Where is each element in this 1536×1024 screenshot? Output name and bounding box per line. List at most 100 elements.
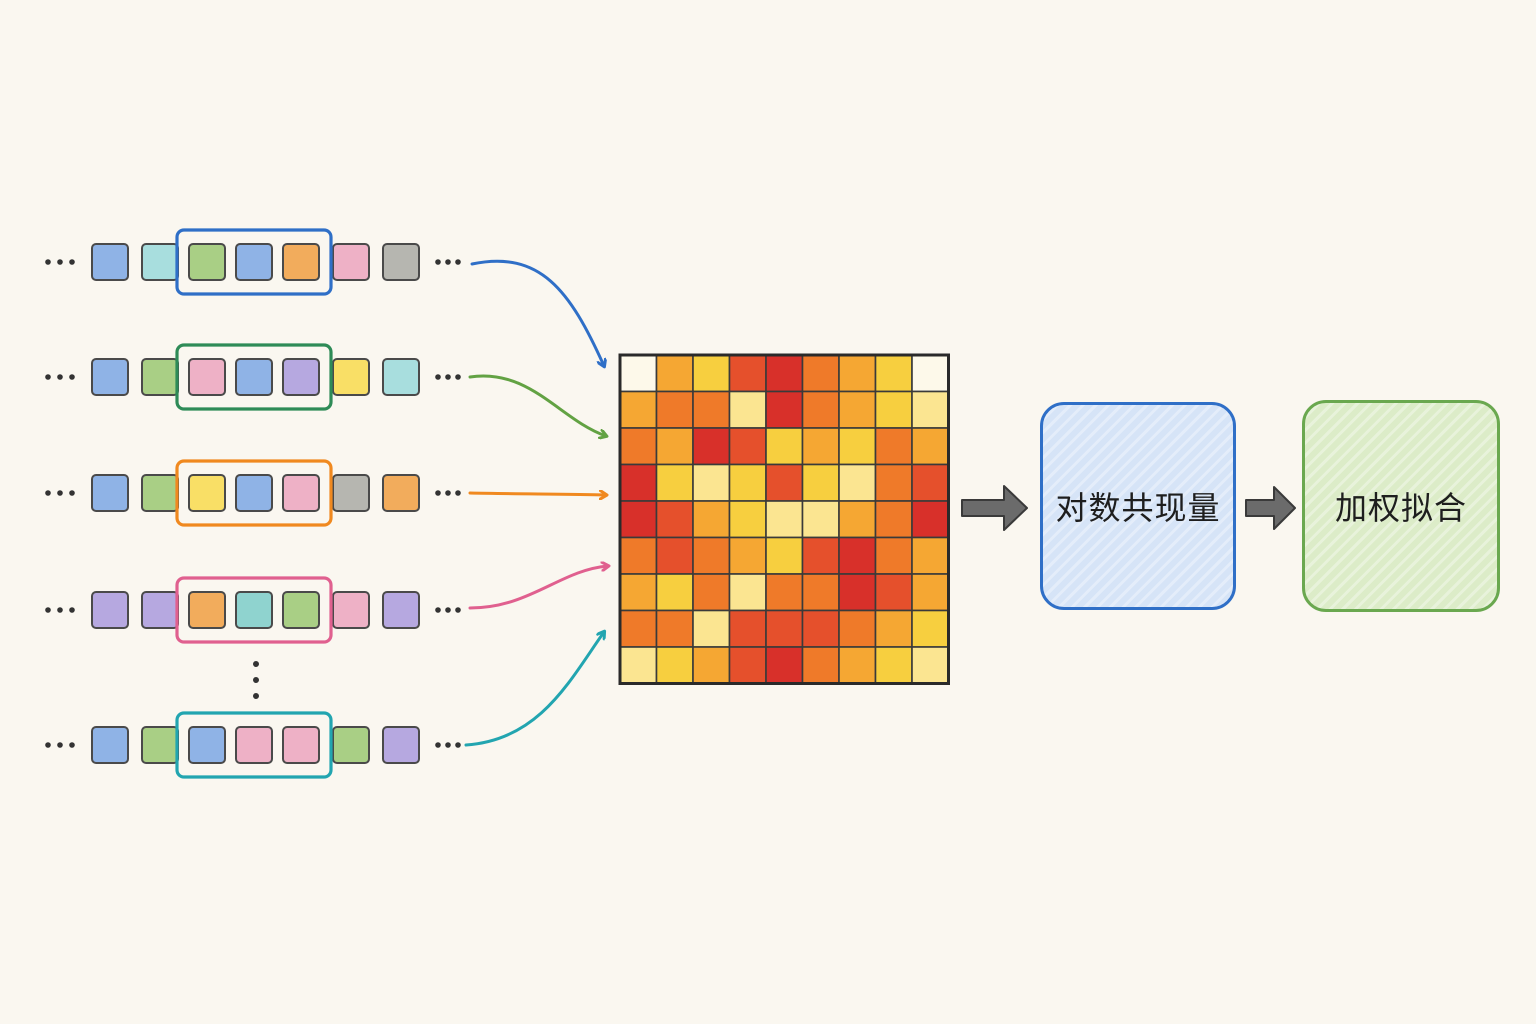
arrow-seq4	[468, 566, 608, 610]
matrix-cell	[874, 573, 913, 612]
trailing-ellipsis-dot	[435, 374, 441, 380]
context-window-box	[175, 343, 333, 411]
token-cell	[382, 243, 420, 281]
token-cell	[282, 726, 320, 764]
trailing-ellipsis-dot	[445, 259, 451, 265]
matrix-cell	[801, 427, 840, 466]
context-window-box	[175, 576, 333, 644]
matrix-cell	[655, 646, 694, 685]
matrix-cell	[874, 463, 913, 502]
matrix-cell	[874, 427, 913, 466]
matrix-cell	[692, 427, 731, 466]
trailing-ellipsis-dot	[445, 607, 451, 613]
arrow-seq3	[468, 493, 606, 495]
matrix-cell	[692, 609, 731, 648]
token-cell	[235, 474, 273, 512]
token-cell	[332, 726, 370, 764]
matrix-cell	[655, 427, 694, 466]
matrix-cell	[765, 609, 804, 648]
matrix-cell	[655, 354, 694, 393]
arrow-seq5	[464, 632, 604, 747]
matrix-cell	[874, 354, 913, 393]
context-window-box	[175, 711, 333, 779]
leading-ellipsis-dot	[57, 259, 63, 265]
token-cell	[91, 358, 129, 396]
leading-ellipsis-dot	[45, 607, 51, 613]
context-window-box	[175, 459, 333, 527]
token-cell	[235, 591, 273, 629]
token-cell	[141, 358, 179, 396]
leading-ellipsis-dot	[45, 259, 51, 265]
leading-ellipsis-dot	[69, 742, 75, 748]
matrix-cell	[801, 646, 840, 685]
trailing-ellipsis-dot	[435, 742, 441, 748]
matrix-cell	[692, 536, 731, 575]
matrix-cell	[765, 500, 804, 539]
trailing-ellipsis-dot	[455, 742, 461, 748]
block-arrow-matrix-to-log	[961, 485, 1028, 531]
matrix-cell	[655, 390, 694, 429]
matrix-cell	[911, 500, 950, 539]
token-cell	[282, 358, 320, 396]
matrix-cell	[765, 354, 804, 393]
token-sequences	[45, 228, 461, 779]
leading-ellipsis-dot	[45, 374, 51, 380]
matrix-cell	[619, 500, 658, 539]
matrix-cell	[728, 646, 767, 685]
matrix-cell	[619, 463, 658, 502]
leading-ellipsis-dot	[57, 490, 63, 496]
token-cell	[332, 243, 370, 281]
matrix-cell	[619, 427, 658, 466]
matrix-cell	[874, 390, 913, 429]
token-cell	[91, 474, 129, 512]
token-cell	[141, 591, 179, 629]
matrix-cell	[801, 536, 840, 575]
matrix-cell	[911, 354, 950, 393]
matrix-cell	[874, 536, 913, 575]
trailing-ellipsis-dot	[455, 259, 461, 265]
token-cell	[141, 726, 179, 764]
matrix-cell	[801, 390, 840, 429]
token-cell	[382, 474, 420, 512]
matrix-cell	[911, 573, 950, 612]
matrix-cell	[874, 609, 913, 648]
leading-ellipsis-dot	[45, 742, 51, 748]
token-cell	[382, 358, 420, 396]
leading-ellipsis-dot	[69, 259, 75, 265]
token-cell	[188, 726, 226, 764]
matrix-cell	[728, 573, 767, 612]
trailing-ellipsis-dot	[445, 374, 451, 380]
token-cell	[91, 591, 129, 629]
matrix-cell	[838, 646, 877, 685]
token-cell	[188, 591, 226, 629]
trailing-ellipsis-dot	[455, 607, 461, 613]
matrix-border	[618, 353, 950, 685]
leading-ellipsis-dot	[57, 607, 63, 613]
token-cell	[332, 591, 370, 629]
trailing-ellipsis-dot	[435, 259, 441, 265]
matrix-cell	[655, 536, 694, 575]
leading-ellipsis-dot	[57, 742, 63, 748]
matrix-cell	[838, 354, 877, 393]
matrix-cell	[728, 609, 767, 648]
trailing-ellipsis-dot	[435, 607, 441, 613]
matrix-cell	[765, 573, 804, 612]
trailing-ellipsis-dot	[445, 742, 451, 748]
sequence-row	[45, 228, 461, 296]
matrix-cell	[911, 390, 950, 429]
matrix-cell	[692, 646, 731, 685]
matrix-cell	[619, 390, 658, 429]
matrix-cell	[801, 354, 840, 393]
block-arrow-log-to-fit	[1245, 486, 1296, 530]
matrix-cell	[692, 463, 731, 502]
context-window-box	[175, 228, 333, 296]
matrix-cell	[619, 573, 658, 612]
arrow-seq2	[468, 374, 606, 436]
trailing-ellipsis-dot	[445, 490, 451, 496]
matrix-cell	[874, 646, 913, 685]
token-cell	[332, 358, 370, 396]
matrix-cell	[911, 536, 950, 575]
sequence-row	[45, 459, 461, 527]
token-cell	[282, 474, 320, 512]
matrix-cell	[838, 609, 877, 648]
